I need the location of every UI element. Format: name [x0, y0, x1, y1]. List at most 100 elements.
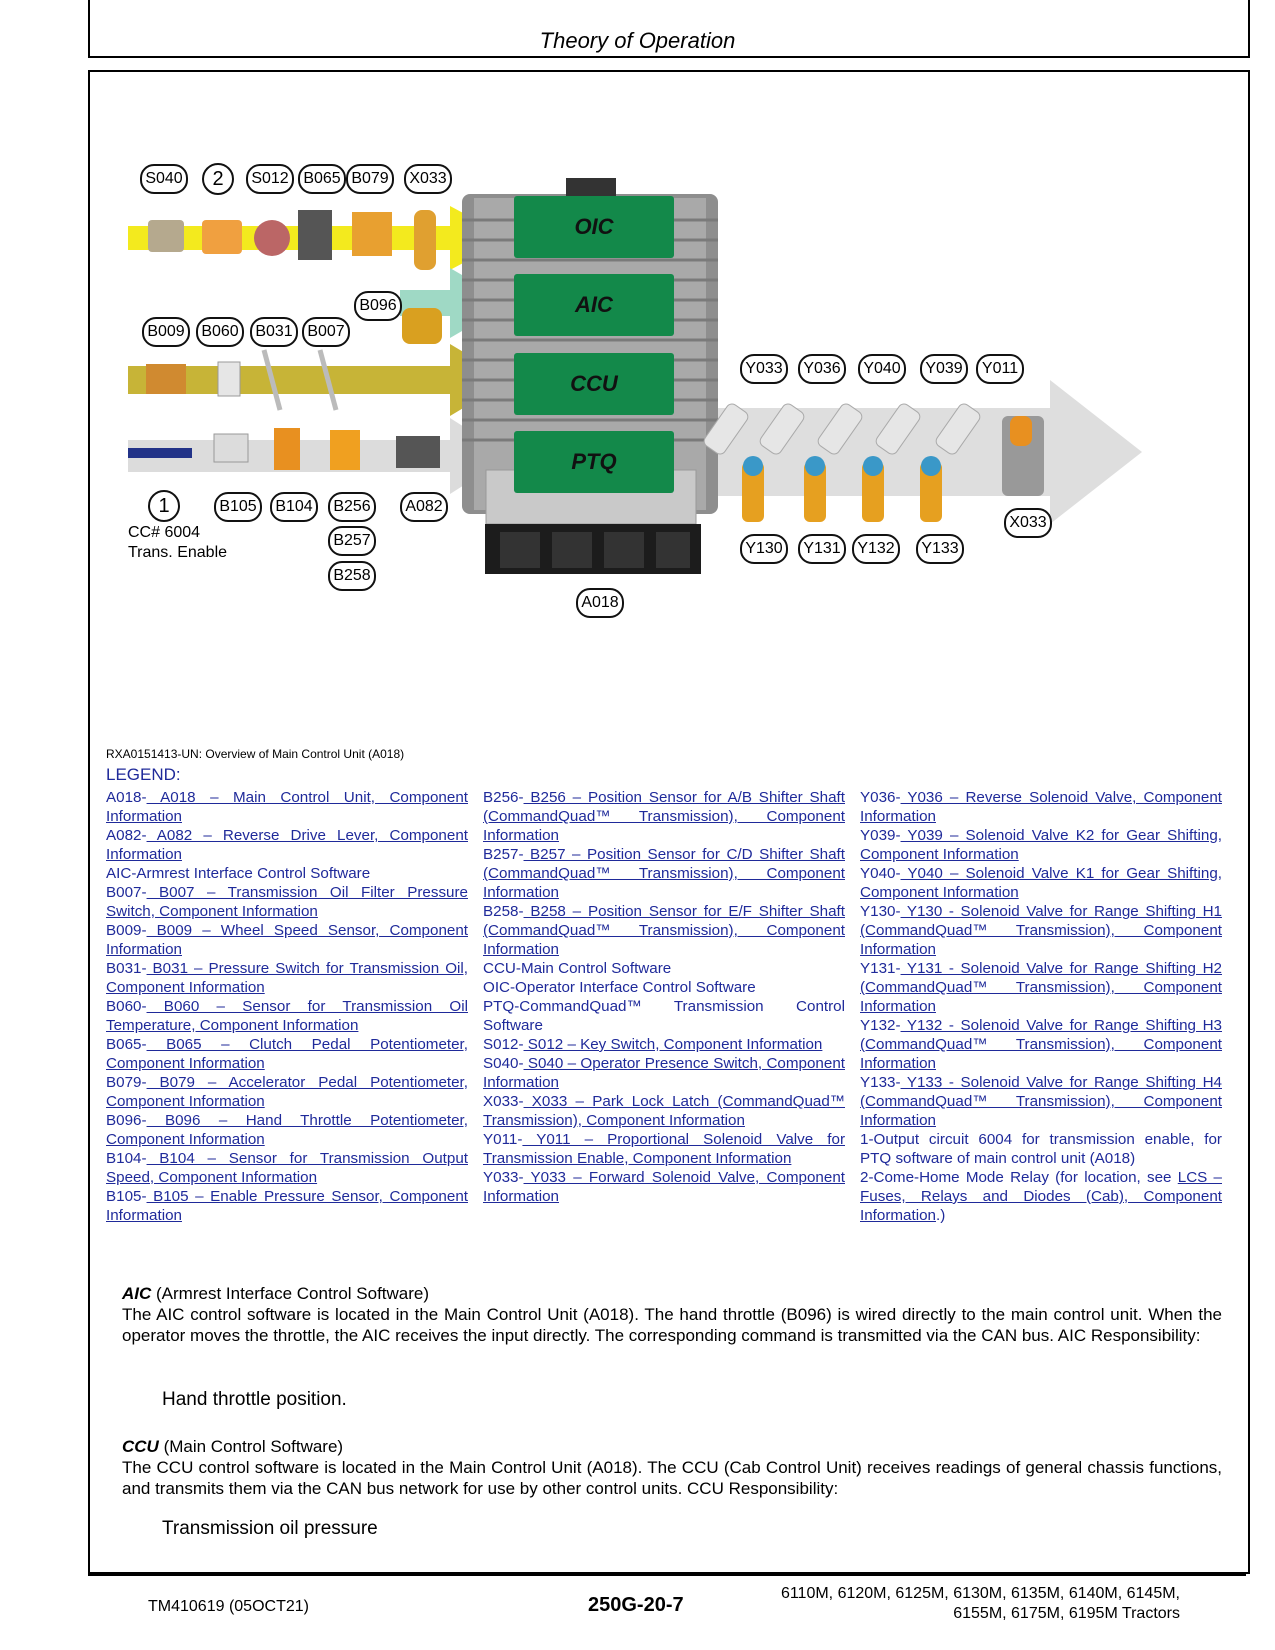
legend-entry[interactable]: A018- A018 – Main Control Unit, Componen… [106, 788, 468, 826]
legend-link[interactable]: B079 – Accelerator Pedal Potentiometer, … [106, 1074, 468, 1110]
legend-link[interactable]: B009 – Wheel Speed Sensor, Component Inf… [106, 922, 468, 958]
legend-entry[interactable]: B009- B009 – Wheel Speed Sensor, Compone… [106, 921, 468, 959]
component-tag: X033 [404, 164, 452, 194]
legend-link[interactable]: B256 – Position Sensor for A/B Shifter S… [483, 789, 845, 844]
legend-entry[interactable]: Y011- Y011 – Proportional Solenoid Valve… [483, 1130, 845, 1168]
legend-entry[interactable]: X033- X033 – Park Lock Latch (CommandQua… [483, 1092, 845, 1130]
aic-heading-rest: (Armrest Interface Control Software) [151, 1284, 430, 1303]
olive-input-arrow [128, 344, 510, 416]
legend-link[interactable]: B105 – Enable Pressure Sensor, Component… [106, 1188, 468, 1224]
legend-link[interactable]: B258 – Position Sensor for E/F Shifter S… [483, 903, 845, 958]
component-tag: B079 [346, 164, 394, 194]
legend-entry[interactable]: B256- B256 – Position Sensor for A/B Shi… [483, 788, 845, 845]
component-tag: 1 [148, 490, 180, 522]
legend-entry[interactable]: CCU-Main Control Software [483, 959, 845, 978]
aic-heading: AIC (Armrest Interface Control Software) [122, 1283, 1222, 1304]
legend-entry[interactable]: Y033- Y033 – Forward Solenoid Valve, Com… [483, 1168, 845, 1206]
ecu-label-aic: AIC [514, 274, 674, 336]
component-tag: Y133 [916, 534, 964, 564]
legend-entry[interactable]: B104- B104 – Sensor for Transmission Out… [106, 1149, 468, 1187]
legend-entry[interactable]: A082- A082 – Reverse Drive Lever, Compon… [106, 826, 468, 864]
legend-code: 1-Output circuit 6004 for transmission e… [860, 1131, 1222, 1167]
legend-entry[interactable]: B257- B257 – Position Sensor for C/D Shi… [483, 845, 845, 902]
legend-link[interactable]: Y039 – Solenoid Valve K2 for Gear Shifti… [860, 827, 1222, 863]
legend-entry[interactable]: 2-Come-Home Mode Relay (for location, se… [860, 1168, 1222, 1225]
footer-doc-id: TM410619 (05OCT21) [148, 1598, 309, 1615]
legend-entry[interactable]: Y039- Y039 – Solenoid Valve K2 for Gear … [860, 826, 1222, 864]
legend-entry[interactable]: B060- B060 – Sensor for Transmission Oil… [106, 997, 468, 1035]
legend-link[interactable]: LCS – Fuses, Relays and Diodes (Cab), Co… [860, 1169, 1222, 1224]
ccu-item: Transmission oil pressure [162, 1518, 378, 1539]
legend-code: B007- [106, 884, 147, 901]
legend-code: B060- [106, 998, 147, 1015]
legend-entry[interactable]: OIC-Operator Interface Control Software [483, 978, 845, 997]
cc-note-line2: Trans. Enable [128, 544, 228, 561]
legend-entry[interactable]: AIC-Armrest Interface Control Software [106, 864, 468, 883]
legend-entry[interactable]: Y036- Y036 – Reverse Solenoid Valve, Com… [860, 788, 1222, 826]
legend-code: B104- [106, 1150, 147, 1167]
legend-link[interactable]: Y036 – Reverse Solenoid Valve, Component… [860, 789, 1222, 825]
page-header-title: Theory of Operation [539, 28, 736, 53]
legend-link[interactable]: A082 – Reverse Drive Lever, Component In… [106, 827, 468, 863]
legend-link[interactable]: B096 – Hand Throttle Potentiometer, Comp… [106, 1112, 468, 1148]
legend-link[interactable]: Y132 - Solenoid Valve for Range Shifting… [860, 1017, 1222, 1072]
legend-entry[interactable]: S012- S012 – Key Switch, Component Infor… [483, 1035, 845, 1054]
legend-link[interactable]: Y040 – Solenoid Valve K1 for Gear Shifti… [860, 865, 1222, 901]
legend-link[interactable]: B060 – Sensor for Transmission Oil Tempe… [106, 998, 468, 1034]
figure-caption: RXA0151413-UN: Overview of Main Control … [106, 747, 405, 761]
legend-entry[interactable]: Y040- Y040 – Solenoid Valve K1 for Gear … [860, 864, 1222, 902]
legend-entry[interactable]: B096- B096 – Hand Throttle Potentiometer… [106, 1111, 468, 1149]
footer-divider [88, 1574, 1246, 1576]
legend-entry[interactable]: B258- B258 – Position Sensor for E/F Shi… [483, 902, 845, 959]
legend-link[interactable]: S040 – Operator Presence Switch, Compone… [483, 1055, 845, 1091]
legend-code: B258- [483, 903, 524, 920]
aic-item: Hand throttle position. [162, 1389, 347, 1410]
legend-link[interactable]: B065 – Clutch Pedal Potentiometer, Compo… [106, 1036, 468, 1072]
legend-link[interactable]: Y033 – Forward Solenoid Valve, Component… [483, 1169, 845, 1205]
output-components [703, 403, 981, 455]
legend-entry[interactable]: 1-Output circuit 6004 for transmission e… [860, 1130, 1222, 1168]
legend-entry[interactable]: Y131- Y131 - Solenoid Valve for Range Sh… [860, 959, 1222, 1016]
aic-heading-code: AIC [122, 1284, 152, 1303]
legend-entry[interactable]: B079- B079 – Accelerator Pedal Potentiom… [106, 1073, 468, 1111]
legend-entry[interactable]: Y132- Y132 - Solenoid Valve for Range Sh… [860, 1016, 1222, 1073]
footer-models: 6110M, 6120M, 6125M, 6130M, 6135M, 6140M… [760, 1584, 1180, 1624]
legend-entry[interactable]: PTQ-CommandQuad™ Transmission Control So… [483, 997, 845, 1035]
legend-link[interactable]: B104 – Sensor for Transmission Output Sp… [106, 1150, 468, 1186]
grey-input-arrow [128, 418, 510, 494]
legend-link[interactable]: Y130 - Solenoid Valve for Range Shifting… [860, 903, 1222, 958]
legend-entry[interactable]: B031- B031 – Pressure Switch for Transmi… [106, 959, 468, 997]
legend-entry[interactable]: B065- B065 – Clutch Pedal Potentiometer,… [106, 1035, 468, 1073]
legend-link[interactable]: B031 – Pressure Switch for Transmission … [106, 960, 468, 996]
component-tag: X033 [1004, 508, 1052, 538]
footer-models-line1: 6110M, 6120M, 6125M, 6130M, 6135M, 6140M… [780, 1585, 1180, 1602]
component-tag: B258 [328, 561, 376, 591]
component-tag: Y131 [798, 534, 846, 564]
legend-entry[interactable]: Y133- Y133 - Solenoid Valve for Range Sh… [860, 1073, 1222, 1130]
legend-link[interactable]: B257 – Position Sensor for C/D Shifter S… [483, 846, 845, 901]
legend-link[interactable]: Y133 - Solenoid Valve for Range Shifting… [860, 1074, 1222, 1129]
legend-entry[interactable]: B105- B105 – Enable Pressure Sensor, Com… [106, 1187, 468, 1225]
legend-title: LEGEND: [106, 765, 181, 784]
legend-entry[interactable]: B007- B007 – Transmission Oil Filter Pre… [106, 883, 468, 921]
legend-code: B105- [106, 1188, 147, 1205]
legend-link[interactable]: Y011 – Proportional Solenoid Valve for T… [483, 1131, 845, 1167]
component-tag: Y011 [976, 354, 1024, 384]
legend-code: 2-Come-Home Mode Relay (for location, se… [860, 1169, 1178, 1186]
aic-section: AIC (Armrest Interface Control Software)… [122, 1283, 1222, 1346]
component-tag: S040 [140, 164, 188, 194]
legend-entry[interactable]: S040- S040 – Operator Presence Switch, C… [483, 1054, 845, 1092]
legend-code: Y131- [860, 960, 901, 977]
legend-entry[interactable]: Y130- Y130 - Solenoid Valve for Range Sh… [860, 902, 1222, 959]
component-tag: B009 [142, 317, 190, 347]
legend-link[interactable]: A018 – Main Control Unit, Component Info… [106, 789, 468, 825]
legend-link[interactable]: B007 – Transmission Oil Filter Pressure … [106, 884, 468, 920]
component-tag: A018 [576, 588, 624, 618]
content-frame [88, 70, 1250, 1574]
legend-link[interactable]: S012 – Key Switch, Component Information [523, 1036, 823, 1053]
legend-link[interactable]: X033 – Park Lock Latch (CommandQuad™ Tra… [483, 1093, 845, 1129]
legend-link[interactable]: Y131 - Solenoid Valve for Range Shifting… [860, 960, 1222, 1015]
legend-column-2: B256- B256 – Position Sensor for A/B Shi… [483, 788, 845, 1206]
legend-code: Y132- [860, 1017, 901, 1034]
aic-body: The AIC control software is located in t… [122, 1305, 1222, 1345]
